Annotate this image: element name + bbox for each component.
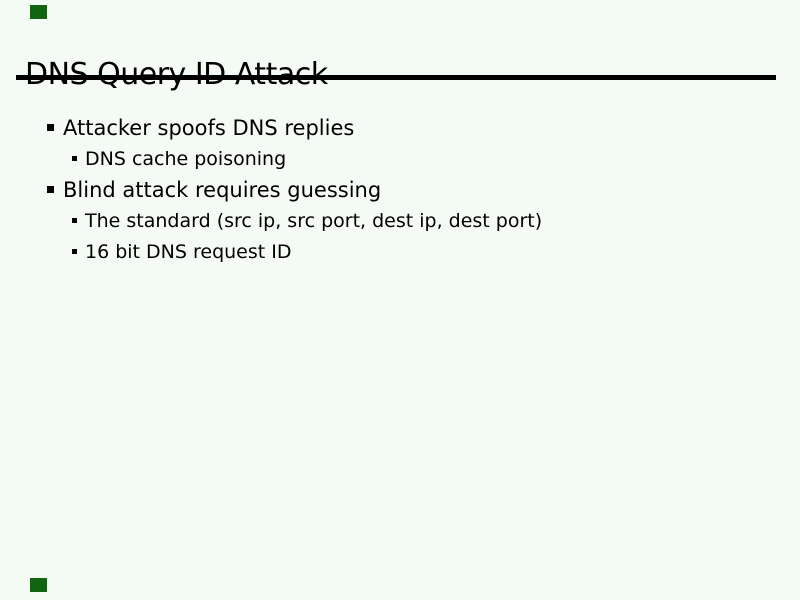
bullet-item: The standard (src ip, src port, dest ip,…	[72, 205, 542, 236]
bullet-text: Attacker spoofs DNS replies	[63, 115, 355, 140]
bullet-text: Blind attack requires guessing	[63, 177, 382, 202]
bullet-square-icon	[72, 218, 77, 223]
bullet-square-icon	[47, 124, 54, 131]
bullet-text: The standard (src ip, src port, dest ip,…	[85, 209, 543, 232]
bullet-item: DNS cache poisoning	[72, 143, 542, 174]
bullet-item: Attacker spoofs DNS replies	[47, 112, 542, 143]
bullet-square-icon	[72, 249, 77, 254]
bullet-item: 16 bit DNS request ID	[72, 236, 542, 267]
bullet-text: DNS cache poisoning	[85, 147, 287, 170]
title-underline-rule	[16, 75, 776, 80]
slide-title: DNS Query ID Attack	[25, 60, 328, 90]
bullet-list: Attacker spoofs DNS replies DNS cache po…	[47, 112, 542, 267]
bullet-square-icon	[47, 186, 54, 193]
bullet-square-icon	[72, 156, 77, 161]
corner-marker-bottom-icon	[30, 578, 47, 592]
corner-marker-top-icon	[30, 5, 47, 19]
bullet-text: 16 bit DNS request ID	[85, 240, 292, 263]
bullet-item: Blind attack requires guessing	[47, 174, 542, 205]
